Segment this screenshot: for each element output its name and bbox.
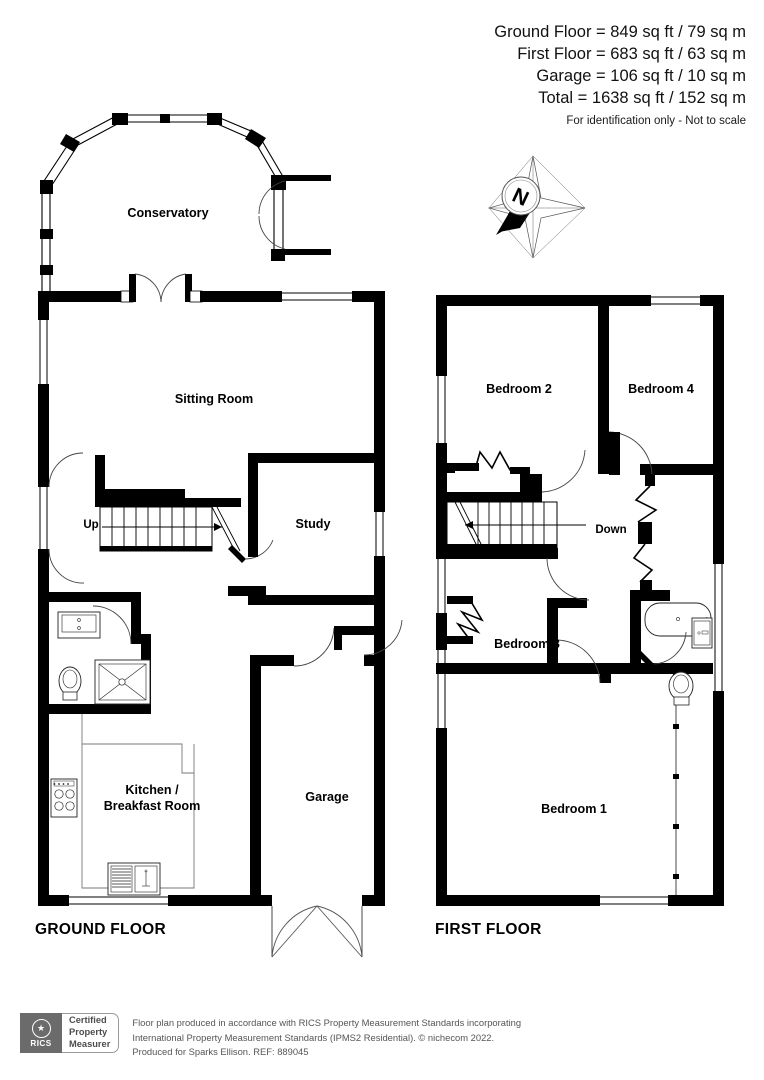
rics-logo: ★ RICS Certified Property Measurer (20, 1013, 120, 1053)
wc-shower-fixture (94, 659, 151, 705)
first-floor-partitions (447, 295, 713, 502)
study-door-swing (245, 539, 274, 560)
wc-door-swing (92, 605, 132, 645)
room-label-kitchen-line1: Kitchen / (125, 782, 179, 797)
sitting-room-walls (38, 273, 385, 626)
room-label-study: Study (295, 516, 331, 531)
bedroom2-door-swing (541, 449, 586, 493)
garage-walls (250, 619, 403, 958)
bedroom3-door-swing (546, 557, 590, 601)
ground-floor-wc (38, 592, 151, 714)
hall-door-swing-lower (48, 548, 85, 584)
area-schedule: Ground Floor = 849 sq ft / 79 sq m First… (494, 22, 746, 129)
compass-rose: N (487, 155, 586, 259)
bathroom-basin-fixture (691, 617, 713, 649)
bedroom1-door-swing (555, 639, 601, 684)
kitchen-hob-fixture (50, 778, 78, 818)
hall-door-swing-left (48, 452, 84, 488)
footer-line-3: Produced for Sparks Ellison. REF: 889045 (132, 1046, 309, 1058)
first-floor-plan (436, 295, 724, 906)
bedroom3-wardrobe-doors (447, 599, 484, 641)
room-label-bedroom-1: Bedroom 1 (541, 801, 607, 816)
room-label-kitchen-line2: Breakfast Room (103, 799, 201, 813)
room-label-sitting-room: Sitting Room (174, 391, 254, 406)
area-line-ground-floor: Ground Floor = 849 sq ft / 79 sq m (494, 23, 746, 41)
kitchen-counter-line (81, 714, 194, 774)
cpm-line2: Property (69, 1027, 108, 1038)
footer-line-2: International Property Measurement Stand… (132, 1031, 495, 1043)
scale-disclaimer: For identification only - Not to scale (566, 114, 746, 127)
ground-floor-staircase (48, 452, 274, 584)
area-line-first-floor: First Floor = 683 sq ft / 63 sq m (517, 44, 746, 63)
footer-line-1: Floor plan produced in accordance with R… (132, 1017, 522, 1028)
area-line-garage: Garage = 106 sq ft / 10 sq m (536, 66, 746, 85)
airing-cupboard-doors-lower (632, 543, 654, 583)
stair-label-down: Down (595, 524, 627, 536)
ground-floor-plan (38, 113, 403, 958)
bathroom-door-swing (653, 631, 687, 665)
cpm-line1: Certified (69, 1015, 107, 1026)
room-label-conservatory: Conservatory (127, 205, 209, 220)
footer-disclaimer-text: Floor plan produced in accordance with R… (132, 1013, 521, 1060)
bathroom-toilet-fixture (668, 671, 694, 706)
first-floor-staircase (436, 501, 586, 559)
garage-door-swing-left (271, 905, 318, 958)
rics-mark: ★ RICS (20, 1013, 62, 1053)
first-floor-title: FIRST FLOOR (435, 921, 542, 938)
bedroom3-walls (436, 548, 611, 674)
garage-door-swing-right (316, 905, 363, 958)
ground-floor-title: GROUND FLOOR (35, 921, 167, 938)
footer: ★ RICS Certified Property Measurer Floor… (20, 1013, 521, 1060)
stair-label-up: Up (83, 519, 99, 531)
room-label-bedroom-4: Bedroom 4 (628, 381, 694, 396)
airing-cupboard-doors-upper (634, 485, 658, 523)
room-label-kitchen: Kitchen / Breakfast Room (104, 782, 201, 814)
conservatory-door-swing-lower (258, 215, 286, 250)
first-floor-bathroom (611, 474, 713, 706)
conservatory-structure (40, 113, 331, 296)
rics-wordmark: RICS (30, 1038, 52, 1048)
kitchen-walls (38, 704, 250, 906)
wc-toilet-fixture (58, 666, 82, 701)
certified-property-measurer-badge: Certified Property Measurer (62, 1013, 120, 1053)
cpm-line3: Measurer (69, 1038, 111, 1049)
rear-door-swing (363, 619, 403, 656)
room-label-bedroom-2: Bedroom 2 (486, 381, 552, 396)
room-label-bedroom-3: Bedroom 3 (494, 636, 560, 651)
first-floor-shell (436, 295, 724, 906)
sitting-room-door-swing-left (134, 273, 162, 303)
rics-emblem-icon: ★ (31, 1018, 51, 1038)
kitchen-sink-fixture (107, 862, 161, 896)
wc-basin-fixture (57, 611, 101, 639)
area-line-total: Total = 1638 sq ft / 152 sq m (538, 88, 746, 107)
garage-side-door-swing (293, 627, 335, 667)
sitting-room-door-swing-right (160, 273, 187, 303)
study-walls (228, 453, 378, 605)
room-label-garage: Garage (305, 789, 349, 804)
conservatory-door-swing-upper (258, 180, 286, 215)
